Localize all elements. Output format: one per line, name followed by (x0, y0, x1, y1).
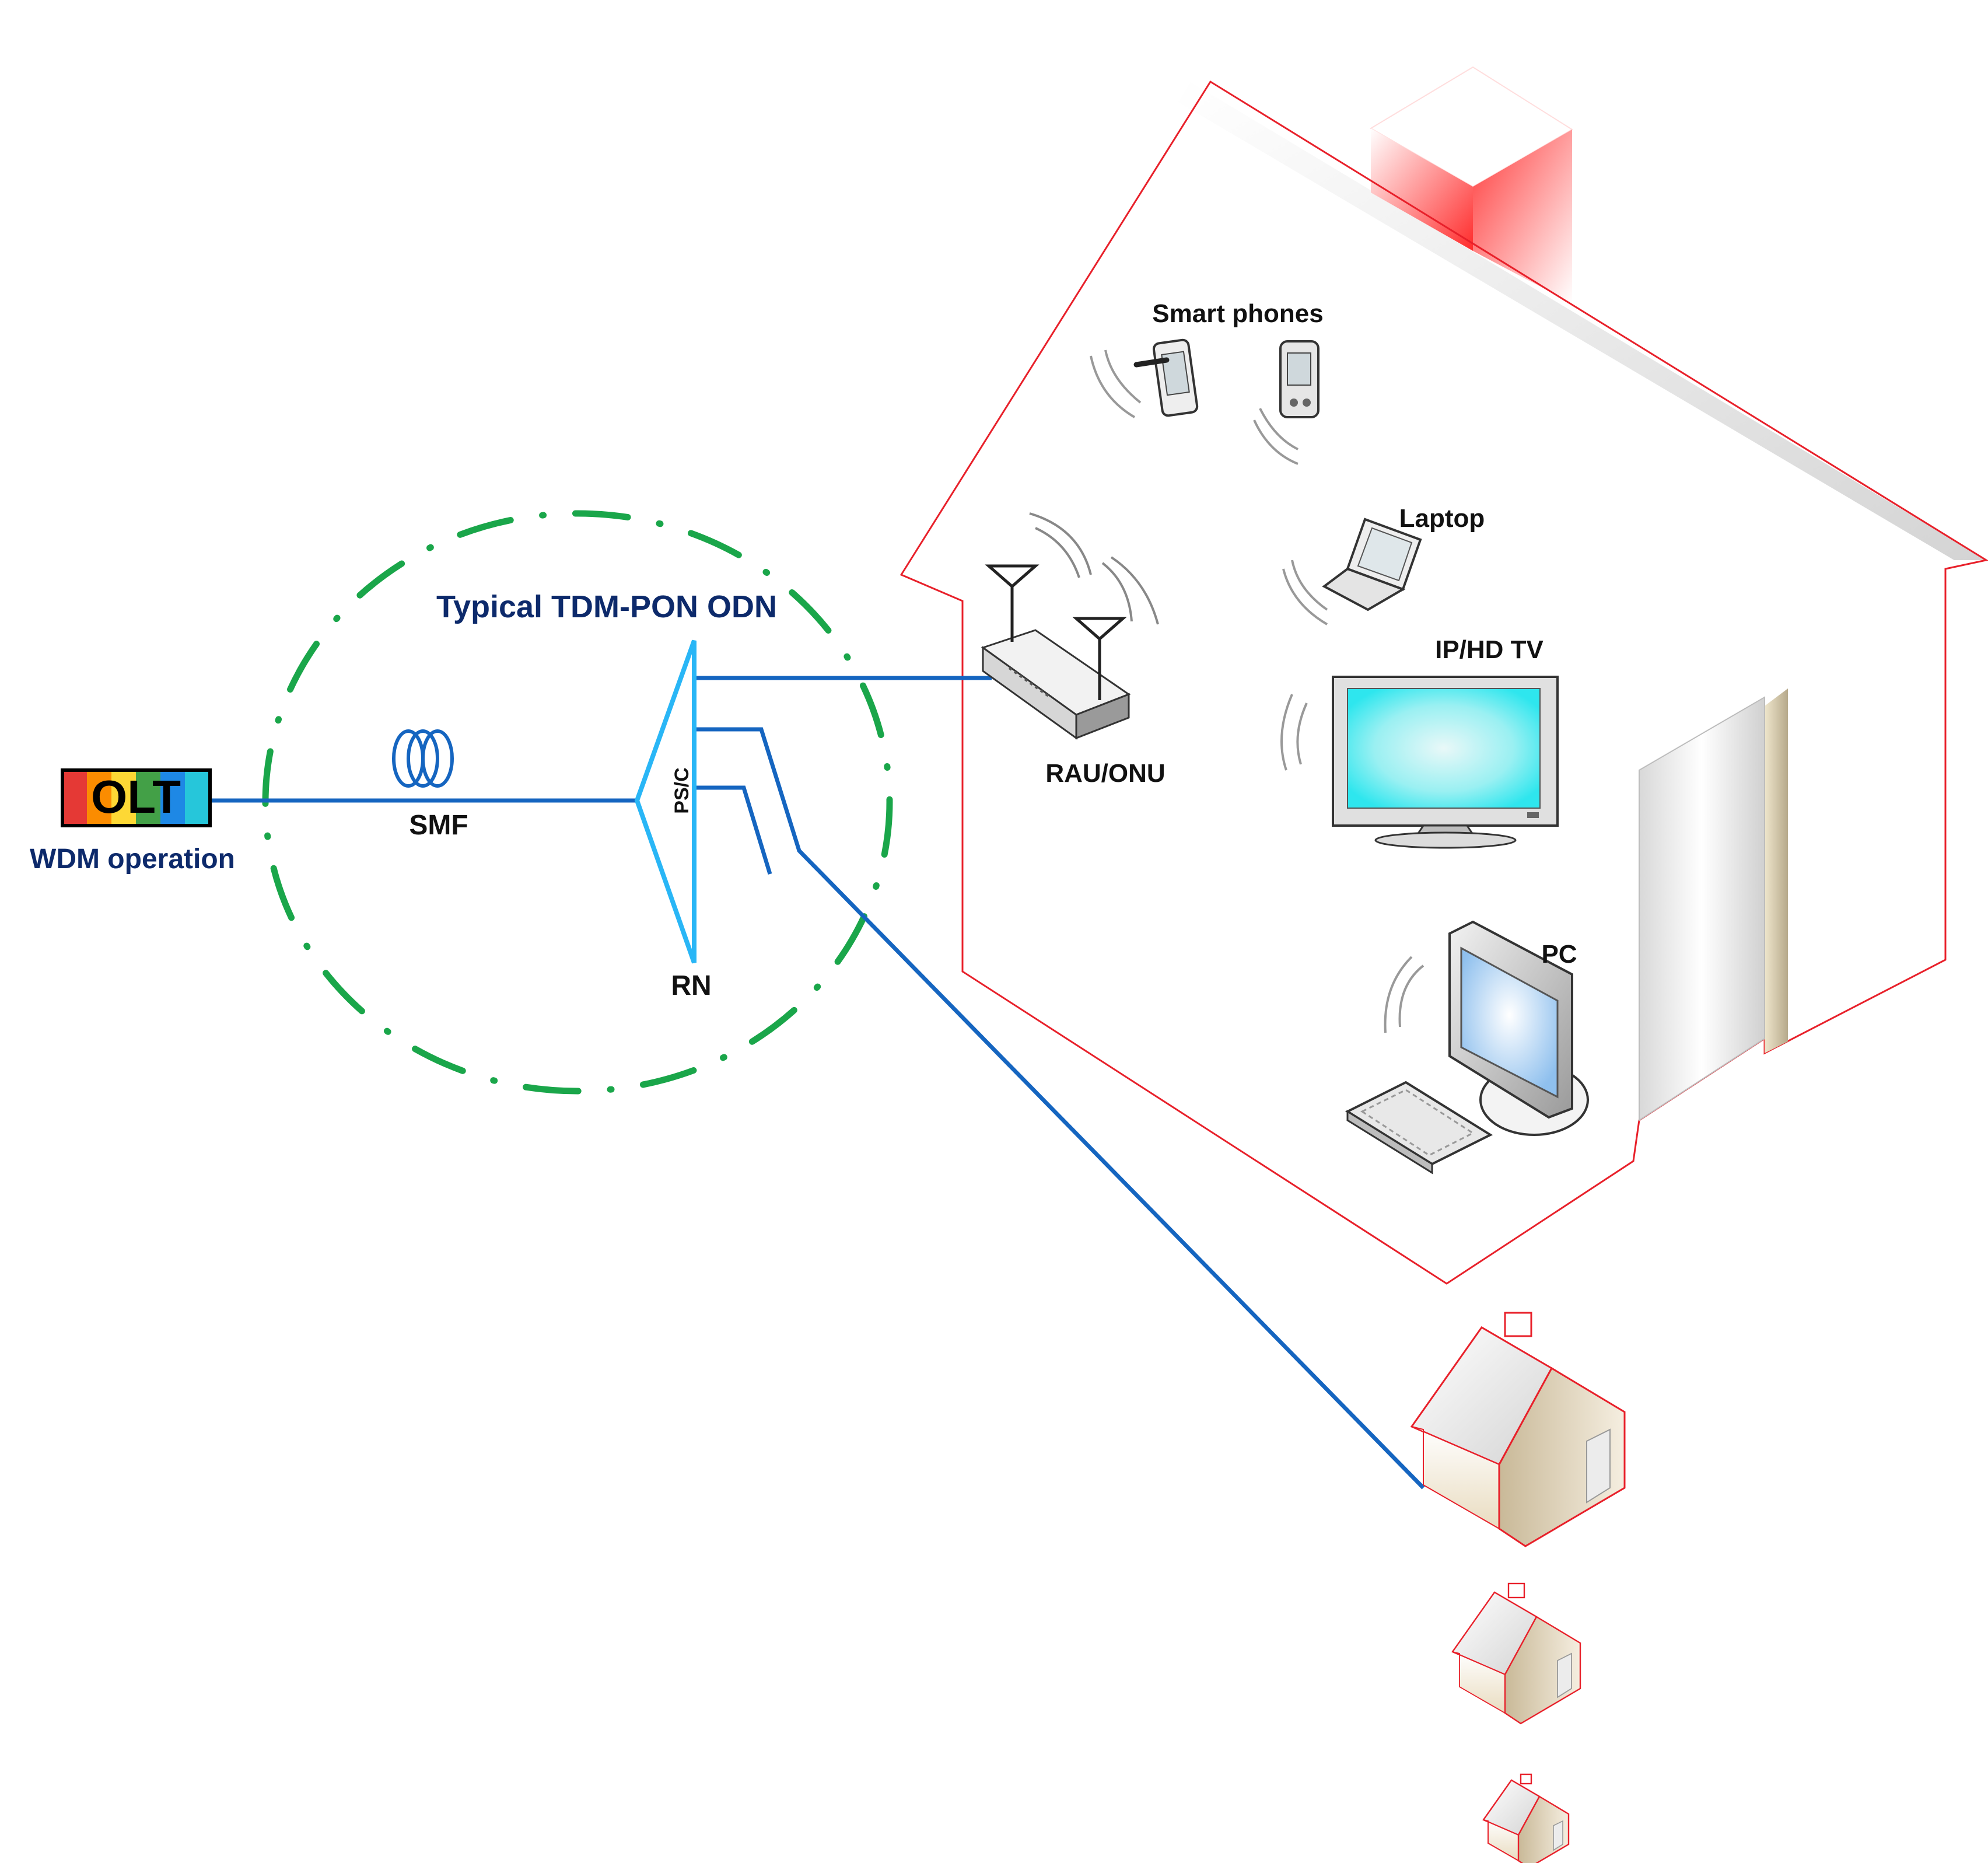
smf-label: SMF (409, 810, 468, 841)
house-icon (1482, 1773, 1570, 1863)
rn-label: RN (671, 970, 711, 1001)
house-icon (1451, 1582, 1581, 1725)
power-splitter (634, 639, 696, 964)
olt-label: OLT (91, 771, 181, 823)
main-house (900, 66, 1988, 1285)
psc-label: PS/C (671, 767, 693, 813)
chimney-icon (1370, 66, 1573, 303)
monitor-icon (1384, 920, 1589, 1136)
router-icon (981, 512, 1159, 740)
fiber-spool-icon (392, 729, 454, 788)
odn-title: Typical TDM-PON ODN (436, 589, 777, 624)
laptop-label: Laptop (1399, 504, 1485, 533)
pc-label: PC (1541, 940, 1577, 969)
roof-slab (1178, 82, 1986, 560)
pda-icon (1253, 340, 1320, 465)
house-icon (1410, 1312, 1626, 1547)
keyboard-icon (1345, 1081, 1493, 1175)
smart-phones-label: Smart phones (1152, 299, 1323, 328)
drop-fiber-house-2 (694, 727, 1425, 1490)
rau-onu-label: RAU/ONU (1045, 759, 1165, 788)
laptop-icon (1282, 518, 1422, 625)
smartphone-icon (1090, 338, 1199, 418)
door-icon (1639, 688, 1788, 1121)
drop-fiber-stub (694, 785, 772, 875)
wdm-operation-label: WDM operation (30, 844, 235, 875)
fiber-links (210, 676, 1425, 1490)
tv-icon (1280, 676, 1559, 849)
olt-box (61, 768, 212, 827)
iphd-tv-label: IP/HD TV (1435, 635, 1544, 664)
